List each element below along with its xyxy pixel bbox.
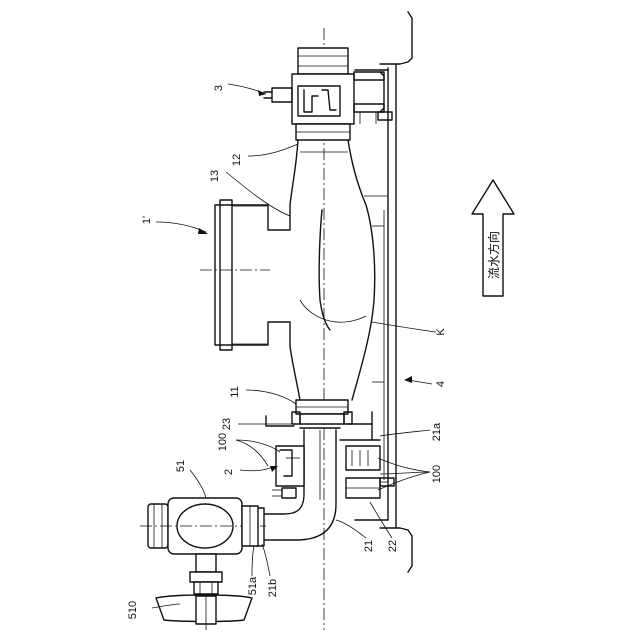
top-valve-unit [264,48,392,152]
label-k: K [435,328,447,336]
flow-direction-indicator: 流水方向 [472,180,514,296]
label-12: 12 [231,154,243,166]
label-11: 11 [229,386,241,397]
flow-direction-text: 流水方向 [486,231,501,279]
label-21: 21 [363,540,375,552]
label-100-right: 100 [431,465,443,483]
label-1-prime: 1' [141,216,153,224]
label-4: 4 [435,381,447,387]
label-3: 3 [213,85,225,91]
label-2: 2 [223,469,235,475]
label-51: 51 [175,460,187,472]
label-51a: 51a [247,576,259,595]
label-23: 23 [221,418,233,430]
lower-sensor-unit [272,440,394,498]
label-21b: 21b [267,579,279,597]
label-13: 13 [209,170,221,182]
label-510: 510 [127,601,139,619]
pump-body [215,140,375,400]
label-100-left: 100 [217,433,229,451]
label-21a: 21a [431,422,443,441]
label-22: 22 [387,540,399,552]
valve-handle [156,595,252,630]
lower-flange [266,400,372,440]
